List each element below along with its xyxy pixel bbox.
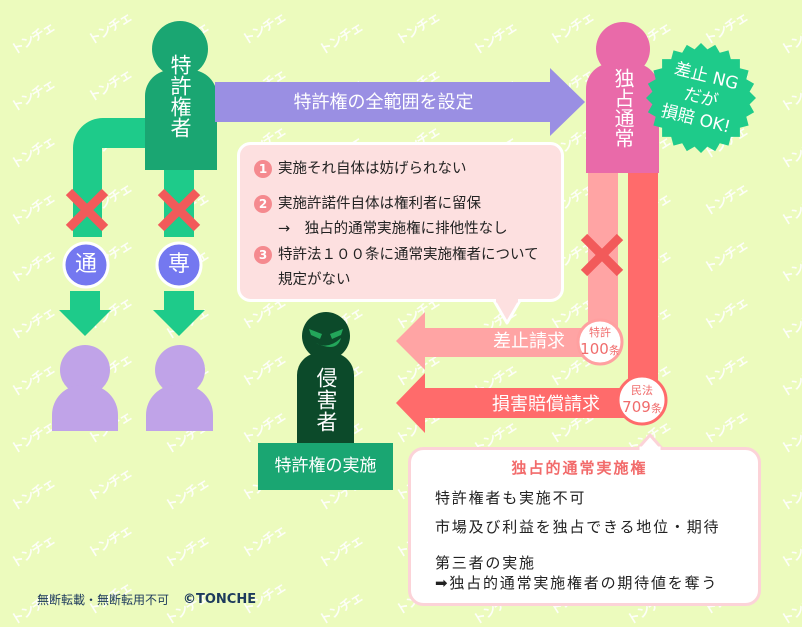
summary-line: 市場及び利益を独占できる地位・期待	[435, 518, 721, 536]
patent-holder-figure-icon	[145, 21, 217, 170]
licensee-figure-icon	[146, 345, 213, 431]
evil-eye-icon	[309, 329, 322, 339]
license-badge-senyo	[155, 241, 203, 289]
damages-claim-label: 損害賠償請求	[492, 394, 600, 415]
starburst-badge-icon	[646, 43, 756, 153]
basis-badge-patent-100-text: 特許 100条	[578, 326, 622, 361]
down-arrow-icon	[153, 291, 205, 336]
basis-article: 100条	[578, 339, 622, 361]
basis-article-unit: 条	[608, 344, 620, 357]
summary-line: ➡独占的通常実施権者の期待値を奪う	[435, 574, 719, 592]
license-badge-senyo-label: 専	[167, 252, 190, 277]
exclusive-licensee-figure-icon	[586, 22, 659, 173]
note-text: → 独占的通常実施権に排他性なし	[278, 221, 508, 237]
patent-holder-label: 特許権者	[168, 54, 192, 138]
basis-article-unit: 条	[650, 402, 662, 415]
licensee-figure-icon	[52, 345, 118, 431]
blocked-x-icon	[157, 188, 201, 232]
summary-title: 独占的通常実施権	[511, 459, 648, 477]
footer-copyright: ©TONCHE	[183, 592, 257, 607]
license-badge-tsujo-label: 通	[74, 252, 97, 277]
basis-article: 709条	[618, 397, 666, 419]
infringer-action-label: 特許権の実施	[258, 443, 393, 490]
injunction-claim-label: 差止請求	[493, 331, 565, 352]
basis-law: 民法	[631, 384, 653, 397]
summary-line: 特許権者も実施不可	[435, 489, 587, 507]
basis-law: 特許	[589, 326, 611, 339]
note-text: 特許法１００条に通常実施権者について	[278, 247, 539, 263]
grant-arrow-icon	[215, 68, 585, 136]
basis-badge-civil-709-text: 民法 709条	[618, 384, 666, 419]
blocked-x-icon	[65, 188, 109, 232]
blocked-x-icon	[580, 233, 624, 277]
notes-box-shape	[237, 142, 564, 325]
basis-article-number: 100	[580, 340, 609, 358]
note-number-badge: 1	[254, 160, 272, 178]
footer-notice: 無断転載・無断転用不可	[37, 593, 170, 607]
basis-badge-civil-709	[616, 374, 668, 426]
infringer-figure-icon	[297, 312, 354, 444]
infringer-label: 侵害者	[314, 367, 338, 433]
note-number-badge: 2	[254, 195, 272, 213]
exclusive-licensee-label: 独占通常	[611, 68, 635, 148]
note-text: 規定がない	[278, 272, 351, 288]
grant-arrow-label: 特許権の全範囲を設定	[293, 92, 474, 113]
note-number-badge: 3	[254, 246, 272, 264]
note-text: 実施それ自体は妨げられない	[278, 161, 467, 177]
down-arrow-icon	[59, 291, 111, 336]
grin-icon	[316, 338, 341, 347]
evil-eye-icon	[330, 329, 343, 339]
license-badge-tsujo	[62, 241, 110, 289]
basis-article-number: 709	[622, 398, 651, 416]
license-path-tsujo	[73, 118, 150, 237]
summary-line: 第三者の実施	[435, 554, 536, 572]
summary-box-shape	[408, 433, 761, 606]
note-text: 実施許諾件自体は権利者に留保	[278, 196, 481, 212]
basis-badge-patent-100	[576, 318, 624, 366]
